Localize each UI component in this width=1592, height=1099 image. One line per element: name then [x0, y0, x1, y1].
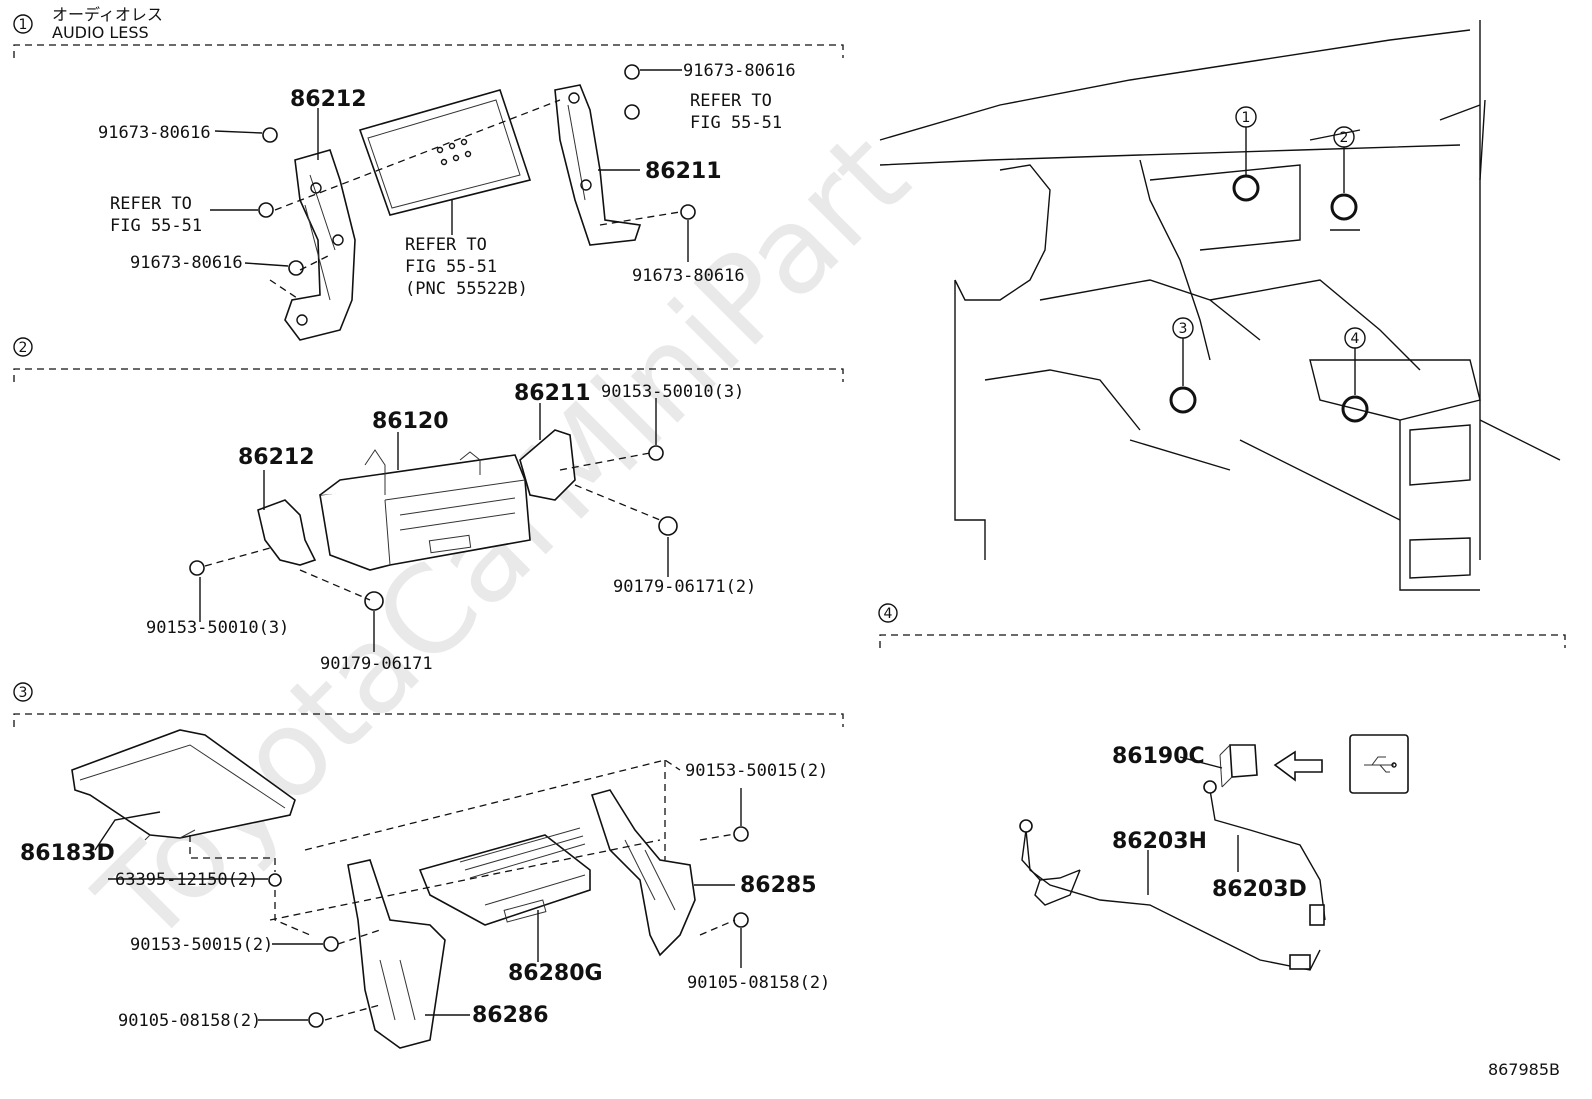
bracket-86212-left	[284, 149, 356, 341]
locator-marker-2: 2	[1330, 126, 1358, 221]
svg-text:3: 3	[1179, 321, 1188, 337]
label-86120: 86120	[372, 409, 449, 434]
bolt-icon	[680, 204, 696, 220]
nut-icon	[658, 516, 678, 536]
bracket-86286	[347, 859, 446, 1049]
refer-left-line1: REFER TO	[110, 194, 192, 214]
label-bolt-b: 91673-80616	[130, 253, 243, 273]
bolt-icon	[262, 127, 278, 143]
section-3: 3	[13, 682, 844, 1049]
label-86190C: 86190C	[1112, 744, 1205, 769]
svg-text:2: 2	[1340, 130, 1349, 146]
label-clip: 63395-12150(2)	[115, 870, 258, 890]
label-86211: 86211	[645, 159, 722, 184]
audio-less-cover	[358, 89, 532, 216]
refer-center-line1: REFER TO	[405, 235, 487, 255]
label-nut-bottom: 90179-06171	[320, 654, 433, 674]
bolt-icon	[258, 202, 274, 218]
bracket-86211	[519, 429, 576, 501]
label-86211: 86211	[514, 381, 591, 406]
label-86212: 86212	[290, 87, 367, 112]
section-3-number: 3	[19, 685, 28, 701]
bracket-86211-right	[554, 84, 642, 246]
bolt-icon	[624, 104, 640, 120]
bracket-86285	[590, 789, 696, 957]
section-2: 2 86212 86120 86211 90153-50010(3) 90153	[13, 337, 844, 674]
figure-code: 867985B	[1488, 1060, 1560, 1079]
cover-holes	[436, 138, 472, 166]
locator-marker-3: 3	[1169, 317, 1197, 414]
section-2-number: 2	[19, 340, 28, 356]
refer-center-line3: (PNC 55522B)	[405, 279, 528, 299]
clip-icon	[268, 873, 282, 887]
label-86280G: 86280G	[508, 961, 603, 986]
label-86203H: 86203H	[1112, 829, 1207, 854]
screw-icon	[733, 826, 749, 842]
label-screw-right: 90153-50015(2)	[685, 761, 828, 781]
bolt-icon	[624, 64, 640, 80]
label-bolt-right: 90105-08158(2)	[687, 973, 830, 993]
label-nut-right: 90179-06171(2)	[613, 577, 756, 597]
section-4-marker	[878, 603, 898, 623]
arrow-left-icon	[1273, 750, 1323, 782]
bolt-icon	[308, 1012, 324, 1028]
section-1-title-en: AUDIO LESS	[52, 23, 149, 42]
vehicle-locator: 1 2 3 4	[879, 20, 1561, 591]
section-1-number: 1	[19, 17, 28, 33]
bolt-icon	[733, 912, 749, 928]
section-2-marker	[13, 337, 33, 357]
label-86203D: 86203D	[1212, 877, 1307, 902]
refer-right-line2: FIG 55-51	[690, 113, 782, 133]
label-86183D: 86183D	[20, 841, 115, 866]
section-4-number: 4	[884, 606, 893, 622]
section-3-marker	[13, 682, 33, 702]
usb-port-86190C	[1229, 744, 1258, 778]
label-bolt-c: 91673-80616	[683, 61, 796, 81]
section-3-bracket	[13, 713, 844, 727]
screw-icon	[323, 936, 339, 952]
label-screw-top: 90153-50010(3)	[601, 382, 744, 402]
svg-text:4: 4	[1351, 331, 1360, 347]
locator-marker-4: 4	[1341, 327, 1369, 423]
section-4: 4 86190C 86203H 86203D	[878, 603, 1566, 971]
label-screw-left: 90153-50015(2)	[130, 935, 273, 955]
label-bolt-d: 91673-80616	[632, 266, 745, 286]
section-1-bracket	[13, 44, 844, 58]
locator-marker-1: 1	[1232, 106, 1260, 202]
section-1: 1 オーディオレス AUDIO LESS	[13, 5, 844, 341]
svg-text:1: 1	[1242, 110, 1251, 126]
section-1-title-jp: オーディオレス	[52, 5, 163, 24]
label-86286: 86286	[472, 1003, 549, 1028]
label-86285: 86285	[740, 873, 817, 898]
usb-symbol-icon	[1349, 734, 1409, 794]
refer-right-line1: REFER TO	[690, 91, 772, 111]
bracket-86212	[257, 499, 317, 566]
cover-86183D	[71, 729, 296, 839]
label-screw-bottom: 90153-50010(3)	[146, 618, 289, 638]
label-86212: 86212	[238, 445, 315, 470]
nut-icon	[364, 591, 384, 611]
label-bolt-left: 90105-08158(2)	[118, 1011, 261, 1031]
label-bolt-a: 91673-80616	[98, 123, 211, 143]
screw-icon	[189, 560, 205, 576]
amplifier-86280G	[418, 834, 591, 926]
bolt-icon	[288, 260, 304, 276]
refer-left-line2: FIG 55-51	[110, 216, 202, 236]
section-4-bracket	[879, 634, 1566, 648]
screw-icon	[648, 445, 664, 461]
refer-center-line2: FIG 55-51	[405, 257, 497, 277]
section-2-bracket	[13, 368, 844, 382]
section-1-marker	[13, 14, 33, 34]
